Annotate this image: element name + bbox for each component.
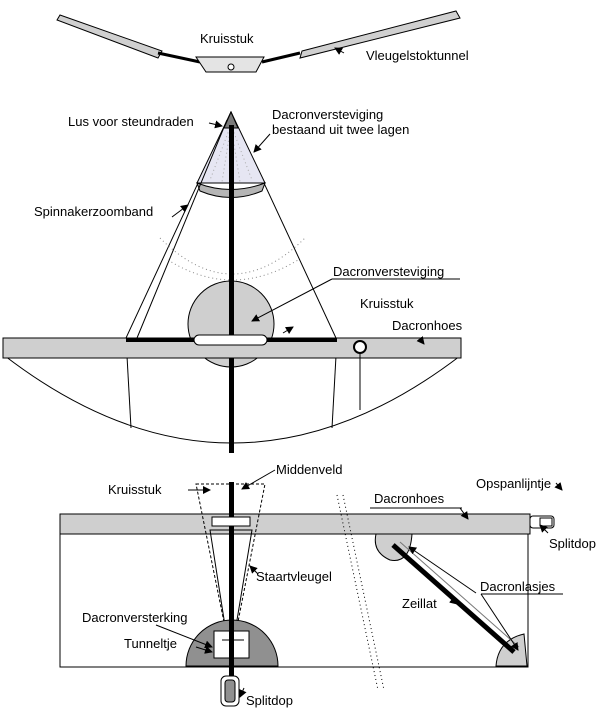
label-vleugelstoktunnel: Vleugelstoktunnel (366, 48, 469, 63)
top-wing-spar-assembly (56, 10, 461, 73)
label-top-kruisstuk: Kruisstuk (200, 31, 254, 46)
spinnaker-hem-left (136, 119, 228, 339)
tail-section (59, 469, 563, 707)
label-middenveld: Middenveld (276, 462, 343, 477)
label-lus: Lus voor steundraden (68, 114, 194, 129)
label-dacron-mid: Dacronversteviging (333, 264, 444, 279)
label-tunneltje: Tunneltje (124, 636, 177, 651)
left-spar-tunnel (56, 14, 163, 59)
label-spinnaker: Spinnakerzoomband (34, 204, 153, 219)
label-dacron-top-1: Dacronversteviging (272, 107, 383, 122)
label-dacronhoes-bot: Dacronhoes (374, 491, 445, 506)
label-dacronhoes-mid: Dacronhoes (392, 318, 463, 333)
tail-spine (229, 482, 234, 676)
label-kruisstuk-mid: Kruisstuk (360, 296, 414, 311)
label-dacronlasjes: Dacronlasjes (480, 579, 556, 594)
label-splitdop-bottom: Splitdop (246, 693, 293, 708)
label-dacronversterking: Dacronversterking (82, 610, 188, 625)
labels: Kruisstuk Vleugelstoktunnel Lus voor ste… (34, 31, 596, 708)
label-staartvleugel: Staartvleugel (256, 569, 332, 584)
tail-dacron-sleeve (59, 513, 531, 535)
label-zeillat: Zeillat (402, 596, 437, 611)
main-sail (2, 110, 462, 453)
spar-end-ring (353, 340, 367, 354)
spine (229, 125, 234, 453)
right-spar-tunnel (299, 10, 461, 59)
label-kruisstuk-bot: Kruisstuk (108, 482, 162, 497)
label-opspanlijntje: Opspanlijntje (476, 476, 551, 491)
label-splitdop-right: Splitdop (549, 536, 596, 551)
label-dacron-top-2: bestaand uit twee lagen (272, 122, 409, 137)
